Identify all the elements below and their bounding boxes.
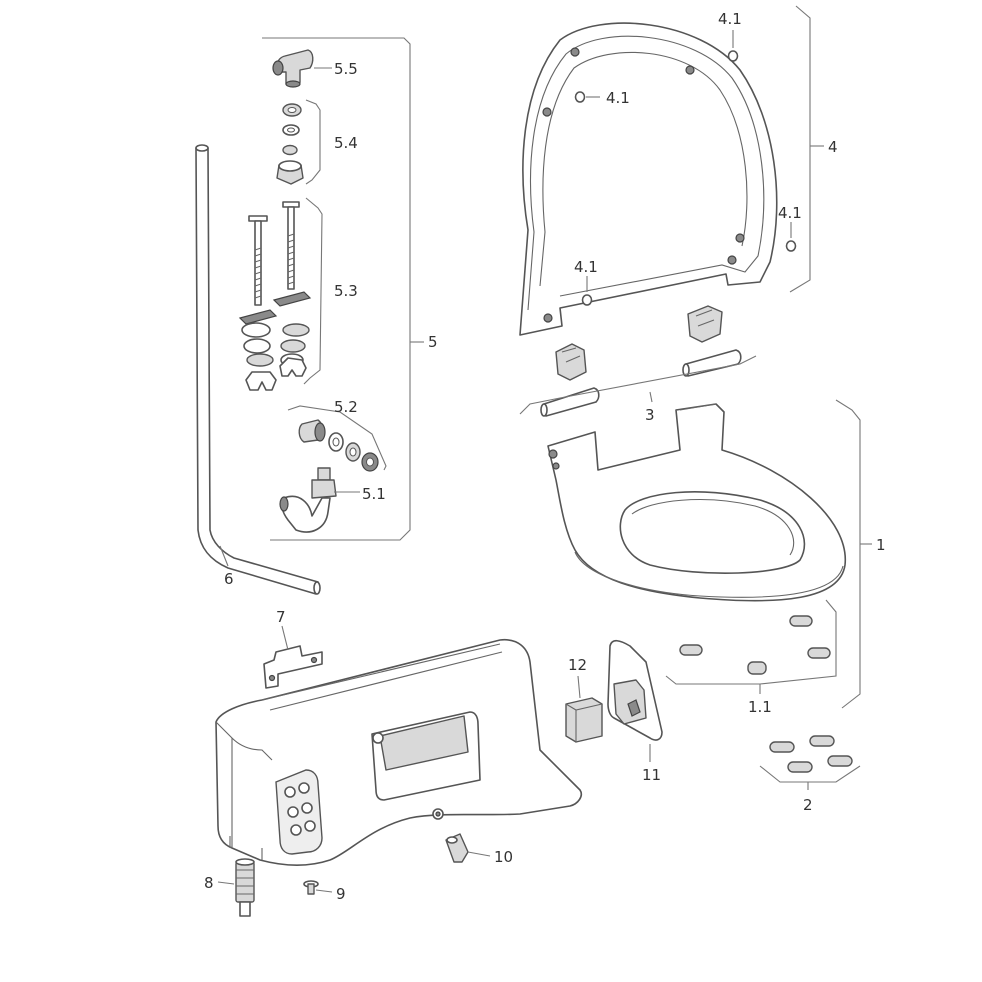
seat-buffers <box>679 615 831 675</box>
part-hose-connector <box>279 467 337 533</box>
callout-leaders <box>217 5 872 885</box>
part-washer-set <box>276 103 304 185</box>
callout-1: 1 <box>876 536 886 554</box>
part-screw <box>303 880 333 895</box>
callout-4-1-bottom: 4.1 <box>574 258 598 276</box>
callout-5-3: 5.3 <box>334 282 358 300</box>
part-filter-block <box>565 697 603 743</box>
callout-5-4: 5.4 <box>334 134 358 152</box>
callout-8: 8 <box>204 874 214 892</box>
part-mounting-bracket <box>263 645 323 689</box>
callout-11: 11 <box>642 766 661 784</box>
callout-5-5: 5.5 <box>334 60 358 78</box>
part-side-cover <box>607 639 663 741</box>
callout-3: 3 <box>645 406 655 424</box>
callout-labels: 5.5 5.4 5.3 5 5.2 5.1 6 7 8 9 10 11 12 1… <box>204 10 886 903</box>
part-connector-set <box>298 419 379 472</box>
part-filter <box>235 858 255 917</box>
callout-12: 12 <box>568 656 587 674</box>
callout-4-1-right: 4.1 <box>778 204 802 222</box>
callout-2: 2 <box>803 796 813 814</box>
callout-10: 10 <box>494 848 513 866</box>
callout-7: 7 <box>276 608 286 626</box>
callout-5-2: 5.2 <box>334 398 358 416</box>
callout-4-1-left: 4.1 <box>606 89 630 107</box>
lid-bumpers <box>574 50 797 306</box>
part-supply-pipe <box>195 144 321 595</box>
callout-4-1-top: 4.1 <box>718 10 742 28</box>
part-lid <box>519 22 778 336</box>
callout-1-1: 1.1 <box>748 698 772 716</box>
part-angle-fitting <box>272 49 314 88</box>
part-bolt-set <box>238 201 312 391</box>
part-nozzle <box>445 833 491 863</box>
callout-9: 9 <box>336 885 346 903</box>
part-base-housing <box>215 638 583 867</box>
callout-5: 5 <box>428 333 438 351</box>
part-hinges <box>540 305 742 417</box>
callout-6: 6 <box>224 570 234 588</box>
callout-5-1: 5.1 <box>362 485 386 503</box>
callout-4: 4 <box>828 138 838 156</box>
part-seat-ring <box>547 403 846 602</box>
part-buffers <box>769 735 853 773</box>
